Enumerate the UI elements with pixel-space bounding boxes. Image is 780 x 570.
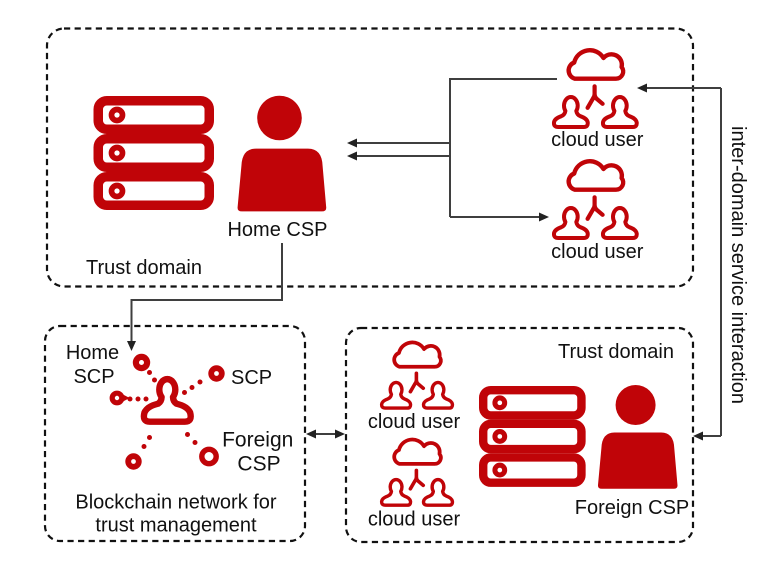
svg-text:CSP: CSP [237, 453, 280, 476]
svg-text:Home: Home [66, 342, 119, 364]
svg-text:Foreign CSP: Foreign CSP [575, 497, 690, 519]
svg-text:inter-domain service interacti: inter-domain service interaction [727, 126, 749, 404]
svg-text:SCP: SCP [231, 367, 272, 389]
svg-text:SCP: SCP [73, 366, 114, 388]
svg-text:cloud user: cloud user [551, 129, 644, 151]
svg-text:trust management: trust management [95, 515, 257, 537]
svg-text:Home CSP: Home CSP [227, 219, 327, 241]
svg-text:cloud user: cloud user [368, 411, 461, 433]
svg-text:cloud user: cloud user [368, 509, 461, 531]
svg-text:Blockchain network for: Blockchain network for [75, 492, 277, 514]
svg-text:Foreign: Foreign [222, 429, 293, 452]
svg-text:cloud user: cloud user [551, 241, 644, 263]
svg-text:Trust domain: Trust domain [558, 341, 674, 363]
svg-text:Trust domain: Trust domain [86, 257, 202, 279]
